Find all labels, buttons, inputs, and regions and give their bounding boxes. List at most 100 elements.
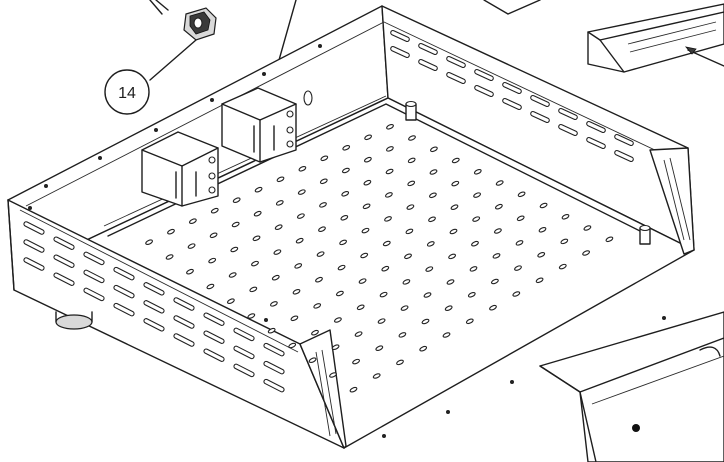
floor-hole [428, 216, 436, 223]
floor-hole [495, 180, 504, 186]
floor-hole [275, 200, 284, 206]
vent-slot [558, 123, 578, 137]
floor-hole [451, 180, 460, 187]
floor-hole [319, 202, 327, 208]
vent-slot [53, 254, 75, 268]
floor-hole [318, 226, 326, 232]
floor-hole [490, 278, 499, 285]
vent-slot [390, 45, 410, 59]
floor-hole [400, 305, 409, 311]
vent-slot [53, 272, 75, 286]
tray-foot [55, 314, 93, 330]
floor-hole [331, 344, 340, 350]
floor-hole [385, 146, 394, 152]
floor-hole [210, 207, 219, 214]
vent-slot [390, 29, 410, 43]
vent-slot [446, 55, 466, 69]
floor-hole [339, 239, 348, 246]
floor-hole [358, 278, 367, 284]
floor-hole [274, 224, 283, 230]
floor-hole [165, 254, 174, 260]
floor-hole [271, 274, 280, 281]
vent-slot [83, 287, 105, 302]
floor-hole [360, 252, 369, 259]
floor-hole [382, 240, 391, 247]
floor-hole [444, 305, 453, 311]
vent-slot [83, 251, 105, 266]
vent-slot [530, 94, 550, 108]
floor-hole [253, 210, 262, 217]
floor-hole [186, 268, 194, 275]
floor-hole [473, 169, 482, 175]
floor-hole [386, 124, 394, 130]
floor-hole [337, 264, 346, 271]
bracket-right [221, 87, 297, 163]
vent-slot [23, 221, 45, 235]
floor-hole [349, 386, 358, 393]
vent-slot [233, 363, 255, 378]
vent-slot [263, 378, 285, 393]
floor-hole [402, 279, 411, 285]
floor-hole [471, 240, 479, 247]
floor-hole [429, 169, 438, 175]
floor-hole [206, 283, 215, 290]
floor-hole [290, 315, 299, 322]
floor-hole [313, 303, 322, 309]
floor-hole [247, 313, 256, 319]
floor-hole [362, 203, 371, 210]
floor-hole [428, 192, 437, 199]
tray-floor-holes [145, 124, 614, 393]
floor-hole [406, 204, 415, 210]
vent-slot [173, 315, 195, 329]
floor-hole [467, 292, 476, 298]
floor-hole [375, 345, 384, 351]
vent-slot [502, 81, 522, 95]
floor-hole [384, 216, 392, 222]
fitting-part-14 [149, 0, 217, 81]
floor-hole [561, 214, 570, 220]
tray-post-back [405, 100, 417, 121]
floor-hole [398, 332, 407, 338]
vent-slot [23, 257, 45, 271]
floor-hole [269, 301, 278, 307]
floor-hole [363, 179, 372, 186]
floor-hole [425, 266, 434, 272]
vent-slot [474, 84, 494, 98]
floor-hole [429, 146, 438, 153]
floor-hole [342, 145, 351, 151]
tray-front-vent-slots [23, 221, 285, 393]
floor-hole [231, 221, 240, 228]
vent-slot [173, 297, 195, 311]
bracket-left [141, 131, 219, 207]
vent-slot [173, 333, 195, 347]
vent-slot [83, 269, 105, 284]
floor-hole [308, 357, 317, 363]
tray-back-vent-slots [390, 29, 634, 163]
floor-hole [469, 266, 478, 272]
floor-hole [333, 317, 342, 323]
floor-hole [297, 189, 306, 195]
floor-hole [356, 304, 365, 311]
tray-wall-hole [303, 90, 313, 106]
vent-slot [558, 107, 578, 121]
floor-hole [209, 232, 218, 239]
floor-hole [167, 228, 175, 235]
floor-hole [465, 318, 474, 325]
floor-hole [298, 166, 307, 172]
vent-slot [474, 68, 494, 82]
floor-hole [560, 238, 569, 245]
vent-slot [530, 110, 550, 124]
floor-hole [516, 215, 525, 222]
vent-slot [263, 342, 285, 357]
vent-slot [502, 97, 522, 111]
tray-rim-fasteners [28, 44, 514, 438]
floor-hole [341, 191, 350, 197]
floor-hole [535, 277, 544, 284]
floor-hole [539, 202, 548, 209]
floor-hole [252, 235, 261, 242]
floor-hole [419, 345, 428, 352]
floor-hole [605, 236, 614, 243]
vent-slot [614, 133, 634, 147]
vent-slot [446, 71, 466, 85]
